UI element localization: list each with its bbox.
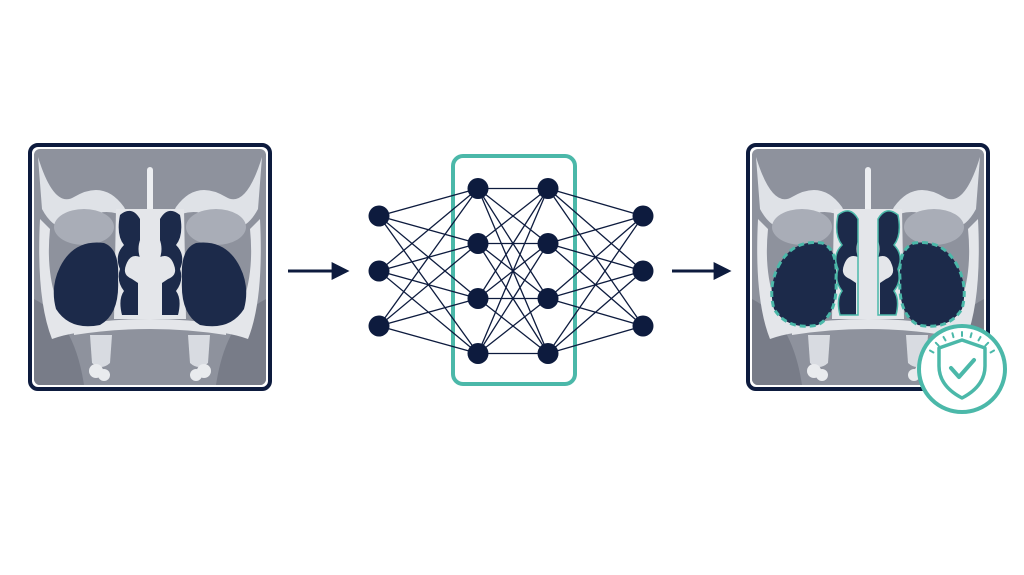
network-edge — [547, 325, 644, 355]
network-edge — [547, 215, 644, 299]
hidden-layers-highlight — [451, 154, 577, 386]
network-node — [537, 343, 559, 364]
segmented-ct-scan — [746, 143, 990, 391]
network-node — [368, 260, 390, 282]
network-edge — [378, 243, 479, 327]
network-node — [537, 178, 559, 199]
scan-frame — [28, 143, 272, 391]
network-node — [537, 288, 559, 309]
scan-frame — [746, 143, 990, 391]
network-node — [368, 205, 390, 227]
badge-tick — [942, 335, 947, 342]
badge-tick — [977, 335, 982, 342]
network-edge — [477, 188, 549, 299]
network-edge — [378, 297, 479, 327]
network-edge — [378, 187, 479, 217]
network-edge — [378, 188, 479, 327]
network-edge — [547, 270, 644, 354]
network-edge — [547, 215, 644, 245]
network-node — [368, 315, 390, 337]
network-edge — [378, 325, 479, 355]
network-edge — [477, 188, 549, 354]
neural-network — [368, 154, 654, 386]
badge-tick — [951, 332, 955, 339]
badge-tick — [984, 341, 990, 347]
segmentation-overlay — [770, 210, 966, 328]
network-node — [632, 205, 654, 227]
network-node — [537, 233, 559, 254]
shield-check-icon — [917, 324, 1007, 414]
network-edge — [547, 215, 644, 354]
network-node — [467, 343, 489, 364]
badge-tick — [934, 341, 940, 347]
network-node — [632, 315, 654, 337]
input-ct-scan — [28, 143, 272, 391]
network-node — [467, 178, 489, 199]
network-edge — [477, 187, 549, 245]
network-nodes — [368, 178, 654, 364]
badge-tick — [989, 349, 996, 354]
network-node — [467, 233, 489, 254]
badge-tick — [969, 332, 973, 339]
network-edge — [477, 243, 549, 354]
network-node — [632, 260, 654, 282]
network-edge — [547, 187, 644, 217]
network-node — [467, 288, 489, 309]
network-edge — [378, 188, 479, 272]
network-edge — [477, 297, 549, 355]
badge-tick — [928, 349, 935, 354]
network-connections — [378, 187, 644, 355]
